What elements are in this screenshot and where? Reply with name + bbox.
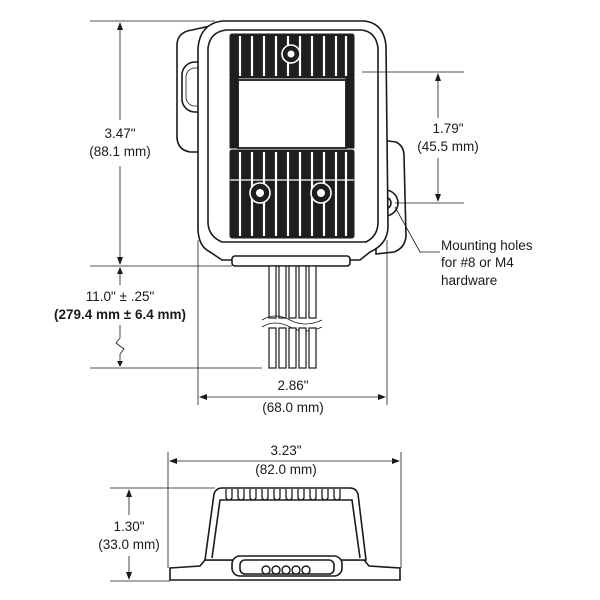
wires-upper [268, 265, 317, 319]
side-body-inner [211, 499, 361, 559]
overall-width-metric: (82.0 mm) [255, 462, 317, 477]
height-imperial: 3.47" [104, 126, 135, 141]
left-fin-strip [229, 77, 239, 149]
bottom-right-screw-center [317, 189, 325, 197]
callout-line-3: hardware [441, 273, 497, 288]
front-dimensions [90, 20, 464, 405]
wire-length-metric: (279.4 mm ± 6.4 mm) [54, 307, 186, 322]
side-wire-ends [261, 565, 311, 575]
side-body [204, 487, 367, 561]
housing-inner-outline [207, 29, 379, 243]
right-fin-strip [345, 77, 355, 149]
side-view [110, 452, 402, 582]
side-top-fins [225, 489, 341, 501]
depth-imperial: 1.30" [113, 519, 144, 534]
hole-spacing-metric: (45.5 mm) [417, 139, 479, 154]
wire-break-top [261, 315, 323, 325]
wire-exit [231, 255, 351, 267]
body-width-imperial: 2.86" [277, 378, 308, 393]
hole-spacing-imperial: 1.79" [432, 121, 463, 136]
front-view [176, 20, 407, 369]
wires-lower [268, 327, 317, 369]
wire-length-imperial: 11.0" ± .25" [86, 289, 155, 304]
label-window [237, 79, 347, 149]
height-metric: (88.1 mm) [89, 144, 151, 159]
bottom-left-screw-center [256, 189, 264, 197]
overall-width-imperial: 3.23" [270, 443, 301, 458]
callout-line-2: for #8 or M4 [441, 255, 514, 270]
top-screw-center [287, 50, 295, 58]
depth-metric: (33.0 mm) [98, 537, 160, 552]
callout-line-1: Mounting holes [441, 238, 533, 253]
body-width-metric: (68.0 mm) [262, 400, 324, 415]
